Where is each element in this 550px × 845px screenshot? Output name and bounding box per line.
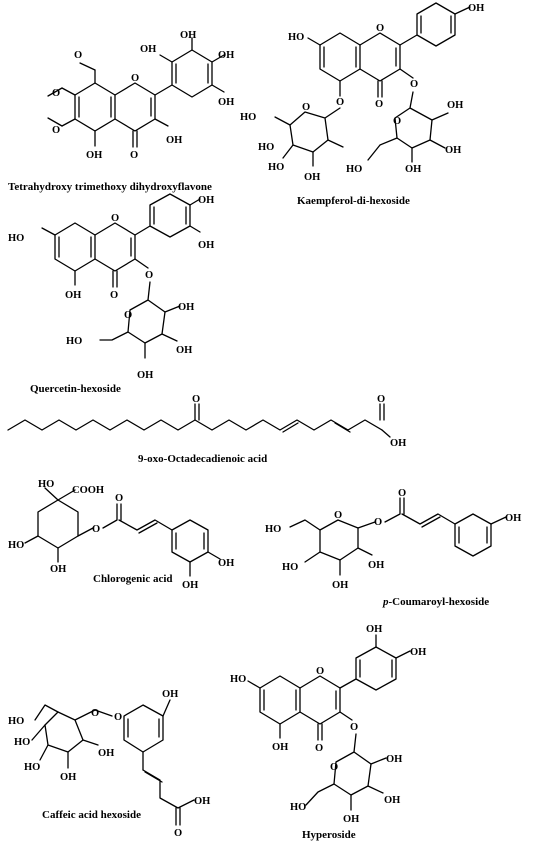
compound-name-rest: -Coumaroyl-hexoside: [389, 596, 490, 608]
oxygen-atom: O: [302, 102, 310, 113]
hydroxyl-label: OH: [86, 150, 102, 161]
compound-name: Tetrahydroxy trimethoxy dihydroxyflavone: [8, 181, 212, 193]
oxygen-atom: O: [350, 722, 358, 733]
oxygen-atom: O: [52, 125, 60, 136]
hydroxyl-label: HO: [14, 737, 30, 748]
oxygen-atom: O: [91, 708, 99, 719]
hydroxyl-label: HO: [8, 540, 24, 551]
hydroxyl-label: OH: [198, 195, 214, 206]
hydroxyl-label: OH: [366, 624, 382, 635]
hydroxyl-label: OH: [368, 560, 384, 571]
oxygen-atom: O: [52, 88, 60, 99]
hydroxyl-label: HO: [24, 762, 40, 773]
hydroxyl-label: HO: [230, 674, 246, 685]
hydroxyl-label: OH: [410, 647, 426, 658]
structure-kaempferol-di-hexoside: O O OH HO O O O HO HO HO OH O OH OH OH H…: [240, 2, 484, 207]
hydroxyl-label: OH: [218, 50, 234, 61]
hydroxyl-label: OH: [180, 30, 196, 41]
hydroxyl-label: OH: [162, 689, 178, 700]
hydroxyl-label: HO: [240, 112, 256, 123]
hydroxyl-label: OH: [50, 564, 66, 575]
oxygen-atom: O: [334, 510, 342, 521]
oxygen-atom: O: [174, 828, 182, 839]
hydroxyl-label: HO: [268, 162, 284, 173]
oxygen-atom: O: [131, 73, 139, 84]
hydroxyl-label: HO: [8, 716, 24, 727]
hydroxyl-label: OH: [445, 145, 461, 156]
carboxyl-label: COOH: [72, 485, 104, 496]
hydroxyl-label: OH: [182, 580, 198, 591]
hydroxyl-label: OH: [194, 796, 210, 807]
oxygen-atom: O: [111, 213, 119, 224]
oxygen-atom: O: [377, 394, 385, 405]
compound-name: 9-oxo-Octadecadienoic acid: [138, 453, 267, 465]
oxygen-atom: O: [114, 712, 122, 723]
oxygen-atom: O: [115, 493, 123, 504]
hydroxyl-label: HO: [290, 802, 306, 813]
hydroxyl-label: HO: [288, 32, 304, 43]
oxygen-atom: O: [130, 150, 138, 161]
hydroxyl-label: OH: [405, 164, 421, 175]
structure-chlorogenic-acid: HO COOH HO OH O O OH OH Chlorogenic acid: [8, 479, 234, 591]
hydroxyl-label: OH: [140, 44, 156, 55]
hydroxyl-label: HO: [66, 336, 82, 347]
hydroxyl-label: OH: [447, 100, 463, 111]
compound-name: Kaempferol-di-hexoside: [297, 195, 410, 207]
hydroxyl-label: OH: [272, 742, 288, 753]
compound-name-prefix: p: [382, 596, 389, 608]
hydroxyl-label: HO: [8, 233, 24, 244]
hydroxyl-label: OH: [178, 302, 194, 313]
hydroxyl-label: HO: [265, 524, 281, 535]
compound-name: Quercetin-hexoside: [30, 383, 121, 395]
oxygen-atom: O: [192, 394, 200, 405]
oxygen-atom: O: [393, 116, 401, 127]
structure-hyperoside: O O OH OH HO OH O O OH OH OH HO Hyperosi…: [230, 624, 426, 841]
hydroxyl-label: OH: [386, 754, 402, 765]
compound-name: Chlorogenic acid: [93, 573, 173, 585]
oxygen-atom: O: [74, 50, 82, 61]
hydroxyl-label: OH: [343, 814, 359, 825]
oxygen-atom: O: [336, 97, 344, 108]
hydroxyl-label: OH: [468, 3, 484, 14]
hydroxyl-label: OH: [137, 370, 153, 381]
structure-p-coumaroyl-hexoside: O HO HO OH OH O O OH p-Coumaroyl-hexosid…: [265, 488, 521, 608]
hydroxyl-label: OH: [505, 513, 521, 524]
oxygen-atom: O: [330, 762, 338, 773]
hydroxyl-label: HO: [258, 142, 274, 153]
oxygen-atom: O: [410, 79, 418, 90]
hydroxyl-label: OH: [176, 345, 192, 356]
structure-quercetin-hexoside: O O OH OH HO OH O O OH OH OH HO Querceti…: [8, 193, 214, 395]
oxygen-atom: O: [92, 524, 100, 535]
oxygen-atom: O: [316, 666, 324, 677]
oxygen-atom: O: [398, 488, 406, 499]
hydroxyl-label: OH: [218, 558, 234, 569]
oxygen-atom: O: [145, 270, 153, 281]
oxygen-atom: O: [124, 310, 132, 321]
oxygen-atom: O: [315, 743, 323, 754]
hydroxyl-label: OH: [65, 290, 81, 301]
hydroxyl-label: OH: [218, 97, 234, 108]
hydroxyl-label: OH: [198, 240, 214, 251]
oxygen-atom: O: [374, 517, 382, 528]
hydroxyl-label: OH: [60, 772, 76, 783]
compound-name: Caffeic acid hexoside: [42, 809, 141, 821]
oxygen-atom: O: [110, 290, 118, 301]
oxygen-atom: O: [375, 99, 383, 110]
oxygen-atom: O: [376, 23, 384, 34]
hydroxyl-label: OH: [384, 795, 400, 806]
hydroxyl-label: OH: [390, 438, 406, 449]
hydroxyl-label: OH: [98, 748, 114, 759]
hydroxyl-label: OH: [166, 135, 182, 146]
structure-caffeic-acid-hexoside: O HO HO HO OH OH O OH O OH Caffeic acid …: [8, 689, 210, 839]
structure-9-oxo-octadecadienoic-acid: O O OH 9-oxo-Octadecadienoic acid: [7, 394, 406, 465]
compound-name: Hyperoside: [302, 829, 356, 841]
hydroxyl-label: HO: [282, 562, 298, 573]
hydroxyl-label: OH: [304, 172, 320, 183]
hydroxyl-label: HO: [38, 479, 54, 490]
structure-tetrahydroxy-trimethoxy-flavone: O O O O O OH OH OH OH OH OH Tetrahydroxy…: [8, 30, 234, 193]
hydroxyl-label: HO: [346, 164, 362, 175]
hydroxyl-label: OH: [332, 580, 348, 591]
compound-name: p-Coumaroyl-hexoside: [382, 596, 489, 608]
